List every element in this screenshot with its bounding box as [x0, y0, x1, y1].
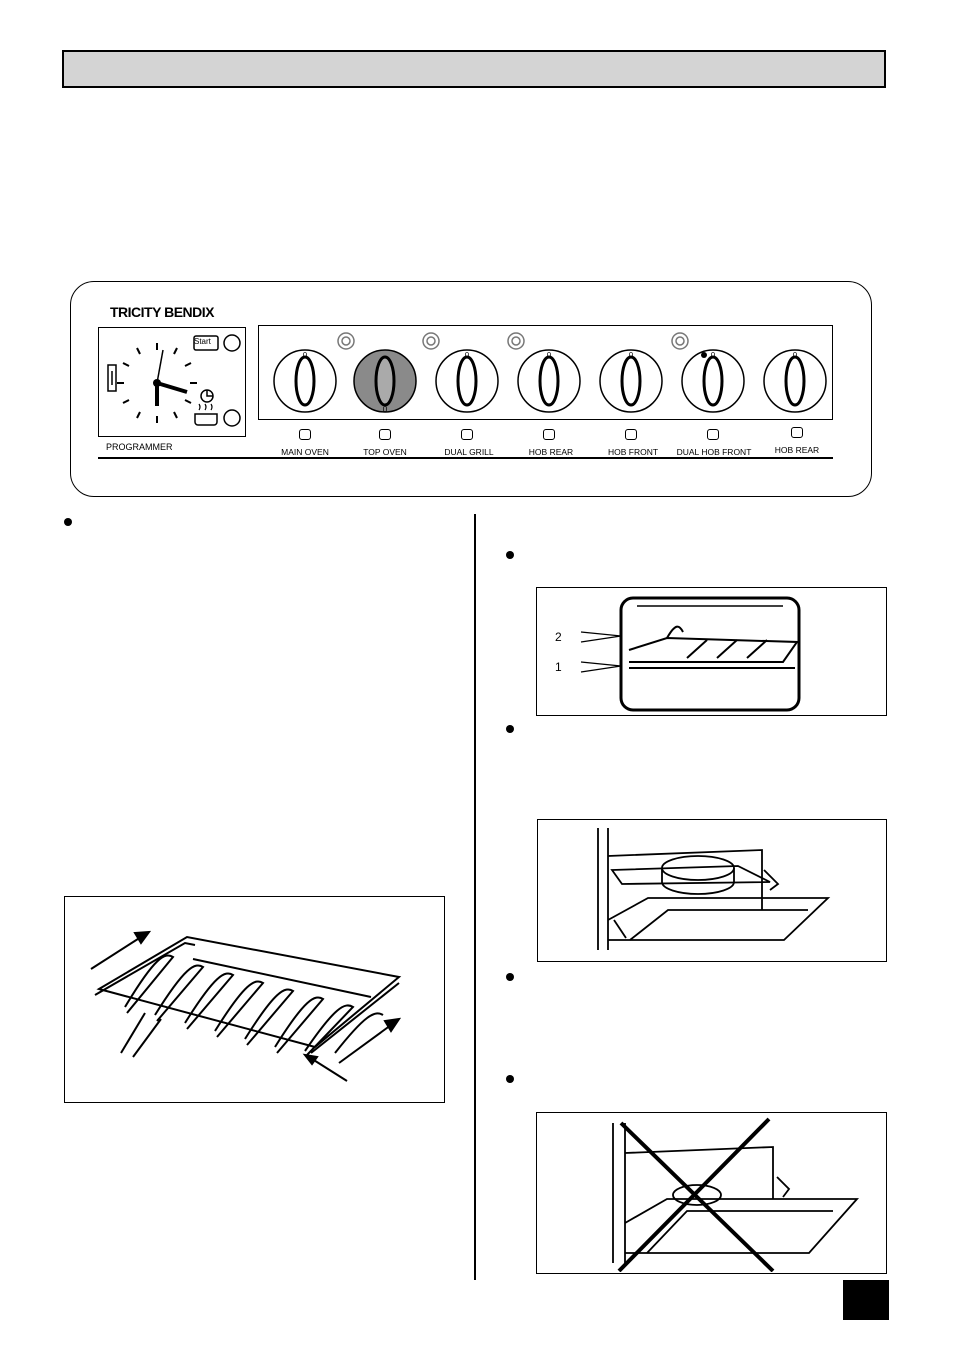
- svg-text:0: 0: [547, 351, 552, 360]
- hob-rear-right-knob: 0: [762, 348, 828, 414]
- programmer-label: PROGRAMMER: [106, 442, 173, 452]
- main-oven-label: MAIN OVEN: [281, 447, 329, 457]
- dual-grill-knob: 0: [434, 348, 500, 414]
- main-oven-knob: 0: [272, 348, 338, 414]
- hob-rear-icon: [543, 429, 555, 440]
- top-oven-icon: [379, 429, 391, 440]
- grill-icon: [461, 429, 473, 440]
- fan-oven-icon: [299, 429, 311, 440]
- dual-hob-front-icon: [707, 429, 719, 440]
- incorrect-use-figure: [536, 1112, 887, 1274]
- neon-indicators: [337, 332, 689, 350]
- top-oven-label: TOP OVEN: [363, 447, 407, 457]
- dual-hob-front-label: DUAL HOB FRONT: [676, 447, 752, 457]
- bullet-point: [506, 973, 514, 981]
- column-divider: [474, 514, 476, 1280]
- bullet-point: [506, 551, 514, 559]
- shelf-positions-figure: [536, 587, 887, 716]
- hob-front-icon: [625, 429, 637, 440]
- page-number-box: [843, 1280, 889, 1320]
- dual-hob-front-knob: 0: [680, 348, 746, 414]
- svg-text:0: 0: [383, 405, 388, 414]
- shelf-level-2-label: 2: [555, 630, 562, 644]
- hob-rear-right-icon: [791, 427, 803, 438]
- bullet-point: [506, 1075, 514, 1083]
- bullet-point: [64, 518, 72, 526]
- start-label: Start: [194, 337, 211, 346]
- shelf-level-1-label: 1: [555, 660, 562, 674]
- control-panel-illustration: [70, 281, 872, 497]
- hob-front-label: HOB FRONT: [607, 447, 659, 457]
- svg-text:0: 0: [465, 351, 470, 360]
- hob-front-knob: 0: [598, 348, 664, 414]
- control-knob-strip: [258, 325, 833, 420]
- brand-logo: TRICITY BENDIX: [110, 304, 214, 320]
- svg-text:0: 0: [303, 351, 308, 360]
- panel-baseline: [98, 457, 833, 459]
- hob-rear-label: HOB REAR: [528, 447, 574, 457]
- hob-rear-right-label: HOB REAR: [774, 445, 820, 455]
- svg-text:0: 0: [793, 351, 798, 360]
- svg-text:0: 0: [711, 351, 716, 360]
- dual-grill-label: DUAL GRILL: [444, 447, 494, 457]
- dish-on-shelf-figure: [537, 819, 887, 962]
- programmer-clock: [98, 327, 246, 437]
- top-oven-knob: 0: [352, 348, 418, 414]
- bullet-point: [506, 725, 514, 733]
- section-header-bar: [62, 50, 886, 88]
- svg-text:0: 0: [629, 351, 634, 360]
- hob-rear-knob: 0: [516, 348, 582, 414]
- wire-shelf-figure: [64, 896, 445, 1103]
